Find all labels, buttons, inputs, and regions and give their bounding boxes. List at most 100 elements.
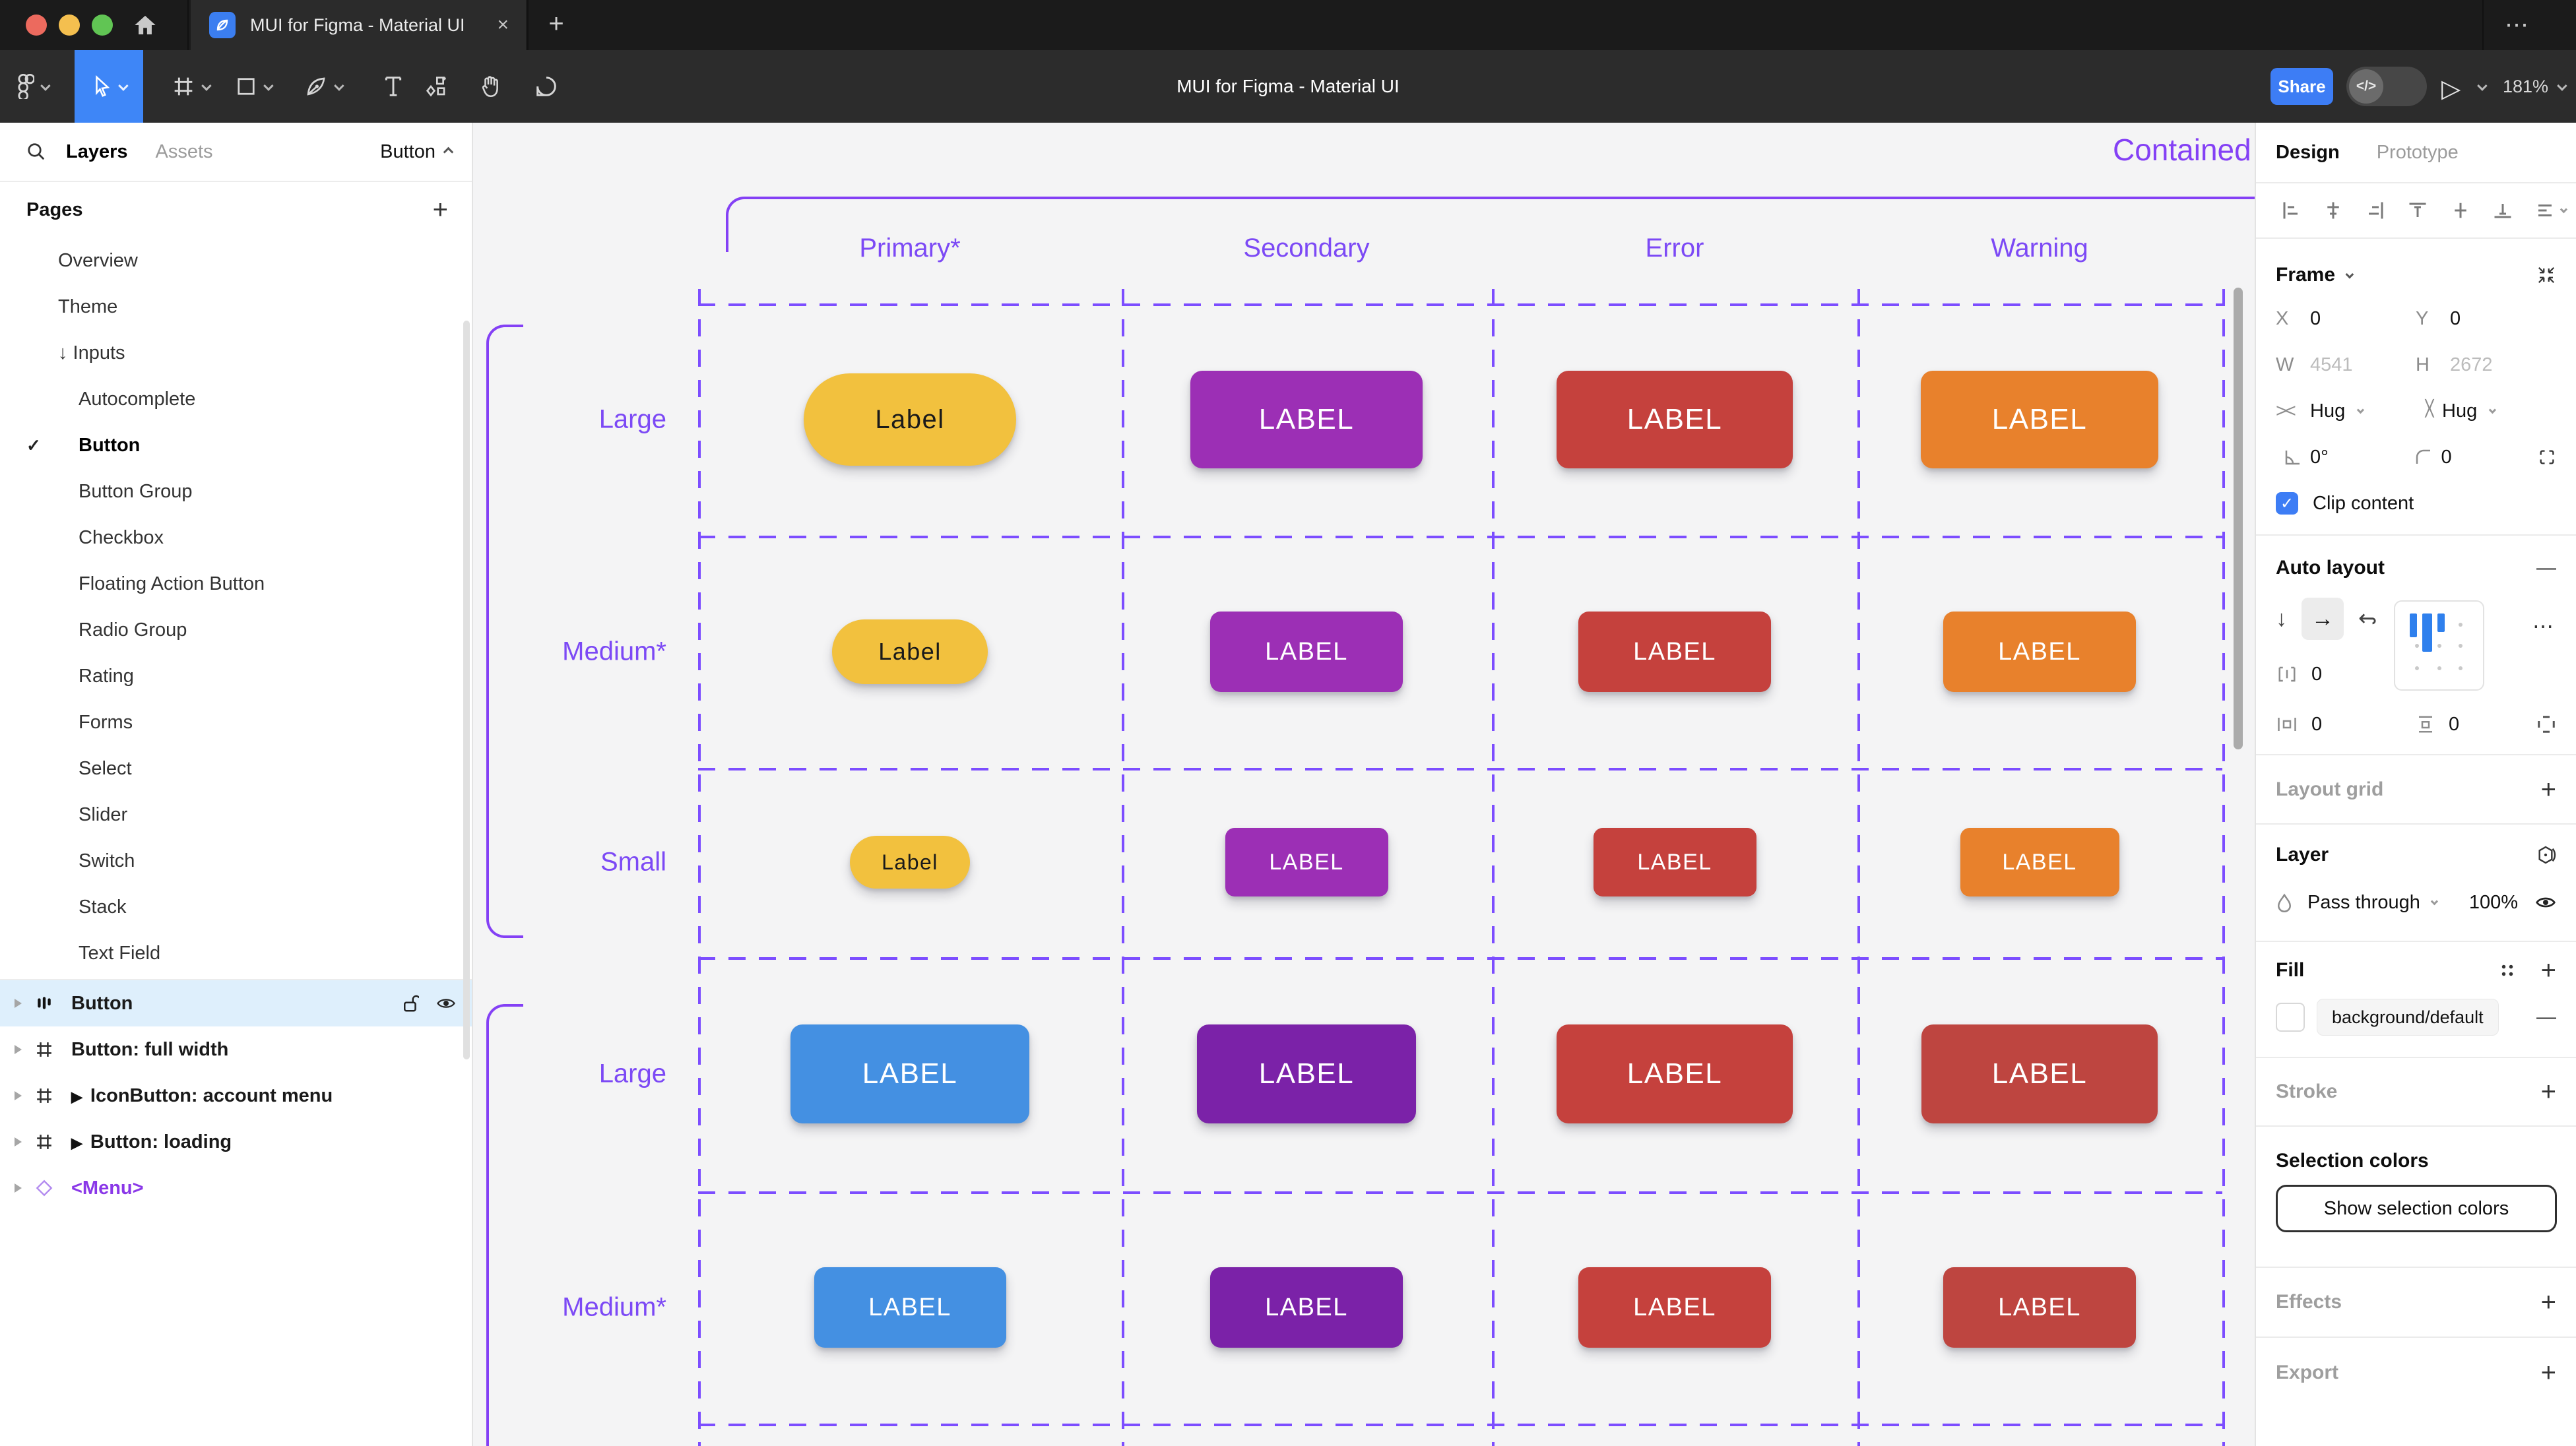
layer-item-iconbutton-account-menu[interactable]: ▶IconButton: account menu (0, 1073, 472, 1119)
mui-button-warning-3[interactable]: LABEL (1921, 1024, 2158, 1123)
mui-button-warning-0[interactable]: LABEL (1921, 371, 2158, 468)
chevron-down-icon[interactable] (2477, 80, 2488, 91)
layer-item-button-loading[interactable]: ▶Button: loading (0, 1119, 472, 1165)
sidebar-page-radio-group[interactable]: Radio Group (0, 607, 472, 653)
mui-button-primary-4[interactable]: LABEL (814, 1267, 1006, 1348)
align-bottom-icon[interactable] (2493, 201, 2513, 220)
layer-item-button[interactable]: Button (0, 980, 472, 1026)
maximize-window-light[interactable] (92, 15, 113, 36)
fill-color-swatch[interactable] (2276, 1003, 2305, 1032)
window-overflow-menu[interactable]: ⋯ (2505, 11, 2531, 38)
dev-mode-toggle[interactable]: </> (2346, 67, 2427, 106)
mui-button-error-1[interactable]: LABEL (1578, 612, 1771, 692)
align-horizontal-center-icon[interactable] (2323, 201, 2343, 220)
sidebar-page-button[interactable]: ✓Button (0, 422, 472, 468)
remove-auto-layout-button[interactable]: — (2536, 557, 2556, 579)
resources-tool-button[interactable] (416, 50, 457, 123)
mui-button-error-2[interactable]: LABEL (1593, 828, 1756, 896)
sidebar-page-switch[interactable]: Switch (0, 838, 472, 884)
hand-tool-button[interactable] (470, 50, 512, 123)
align-vertical-center-icon[interactable] (2451, 201, 2470, 220)
tidy-up-menu[interactable] (2535, 201, 2568, 220)
move-tool-button[interactable] (75, 50, 143, 123)
frame-title[interactable]: Contained (2113, 133, 2251, 167)
disclosure-chevron-icon[interactable] (15, 1137, 22, 1147)
file-title[interactable]: MUI for Figma - Material UI (1176, 76, 1400, 96)
file-tab[interactable]: MUI for Figma - Material UI × (191, 0, 526, 50)
width-value[interactable]: 4541 (2310, 354, 2353, 375)
add-effect-button[interactable]: + (2540, 1288, 2556, 1317)
text-tool-button[interactable] (373, 50, 413, 123)
sidebar-page-select[interactable]: Select (0, 745, 472, 792)
vertical-resize-control[interactable]: >< Hug (2416, 398, 2556, 422)
mui-button-error-3[interactable]: LABEL (1557, 1024, 1793, 1123)
component-expander-icon[interactable]: ▶ (71, 1088, 82, 1105)
pen-tool-button[interactable] (292, 50, 355, 123)
disclosure-chevron-icon[interactable] (15, 999, 22, 1008)
mui-button-secondary-3[interactable]: LABEL (1197, 1024, 1416, 1123)
x-value[interactable]: 0 (2310, 307, 2321, 329)
align-top-icon[interactable] (2408, 201, 2428, 220)
main-menu-button[interactable] (9, 50, 55, 123)
align-right-icon[interactable] (2366, 201, 2385, 220)
mui-button-secondary-2[interactable]: LABEL (1225, 828, 1388, 896)
disclosure-chevron-icon[interactable] (15, 1183, 22, 1193)
mui-button-error-4[interactable]: LABEL (1578, 1267, 1771, 1348)
auto-layout-more-button[interactable]: ⋯ (2532, 614, 2554, 638)
sidebar-page-rating[interactable]: Rating (0, 653, 472, 699)
mui-button-primary-0[interactable]: Label (804, 373, 1016, 466)
fill-style-chip[interactable]: background/default (2317, 999, 2499, 1036)
layout-direction-horizontal-selected[interactable]: → (2302, 598, 2344, 640)
mui-button-secondary-1[interactable]: LABEL (1210, 612, 1403, 692)
tab-layers[interactable]: Layers (66, 141, 128, 162)
mui-button-primary-3[interactable]: LABEL (790, 1024, 1029, 1123)
show-selection-colors-button[interactable]: Show selection colors (2276, 1185, 2557, 1232)
mui-button-primary-2[interactable]: Label (850, 836, 970, 889)
search-icon[interactable] (26, 142, 46, 162)
mui-button-warning-2[interactable]: LABEL (1960, 828, 2119, 896)
blend-mode-icon[interactable] (2535, 844, 2556, 865)
y-value[interactable]: 0 (2450, 307, 2461, 329)
sidebar-page-theme[interactable]: Theme (0, 284, 472, 330)
selection-scope[interactable]: Button (380, 141, 454, 163)
height-value[interactable]: 2672 (2450, 354, 2493, 375)
shape-tool-button[interactable] (223, 50, 284, 123)
sidebar-page-floating-action-button[interactable]: Floating Action Button (0, 561, 472, 607)
unlock-icon[interactable] (402, 993, 419, 1013)
mui-button-primary-1[interactable]: Label (832, 619, 988, 684)
sidebar-page-overview[interactable]: Overview (0, 237, 472, 284)
sidebar-page-autocomplete[interactable]: Autocomplete (0, 376, 472, 422)
disclosure-chevron-icon[interactable] (15, 1091, 22, 1100)
share-button[interactable]: Share (2270, 68, 2333, 105)
corner-radius-value[interactable]: 0 (2441, 446, 2452, 468)
add-stroke-button[interactable]: + (2540, 1077, 2556, 1106)
layout-direction-vertical[interactable]: ↓ (2276, 606, 2287, 631)
tab-design[interactable]: Design (2276, 141, 2340, 163)
sidebar-scrollbar[interactable] (463, 321, 470, 1059)
close-window-light[interactable] (26, 15, 47, 36)
visibility-eye-icon[interactable] (436, 995, 456, 1011)
home-button[interactable] (125, 12, 165, 38)
sidebar-page-checkbox[interactable]: Checkbox (0, 515, 472, 561)
layer-item-menu[interactable]: <Menu> (0, 1165, 472, 1211)
collapse-icon[interactable] (2536, 265, 2556, 285)
independent-corners-icon[interactable] (2538, 447, 2556, 467)
canvas-scrollbar[interactable] (2234, 288, 2243, 749)
sidebar-page-forms[interactable]: Forms (0, 699, 472, 745)
frame-section-title[interactable]: Frame (2276, 264, 2336, 286)
remove-fill-button[interactable]: — (2536, 1006, 2556, 1028)
styles-icon[interactable] (2500, 963, 2515, 978)
add-fill-button[interactable]: + (2540, 956, 2556, 985)
individual-padding-icon[interactable] (2536, 714, 2556, 734)
blend-mode-value[interactable]: Pass through (2307, 891, 2420, 913)
mui-button-warning-4[interactable]: LABEL (1943, 1267, 2136, 1348)
mui-button-secondary-4[interactable]: LABEL (1210, 1267, 1403, 1348)
layer-item-button-full-width[interactable]: Button: full width (0, 1026, 472, 1073)
mui-button-error-0[interactable]: LABEL (1557, 371, 1793, 468)
sidebar-page-inputs[interactable]: ↓ Inputs (0, 330, 472, 376)
horizontal-padding-value[interactable]: 0 (2311, 713, 2323, 735)
vertical-padding-value[interactable]: 0 (2449, 713, 2460, 735)
zoom-menu[interactable]: 181% (2503, 50, 2567, 123)
rotation-value[interactable]: 0° (2310, 446, 2329, 468)
